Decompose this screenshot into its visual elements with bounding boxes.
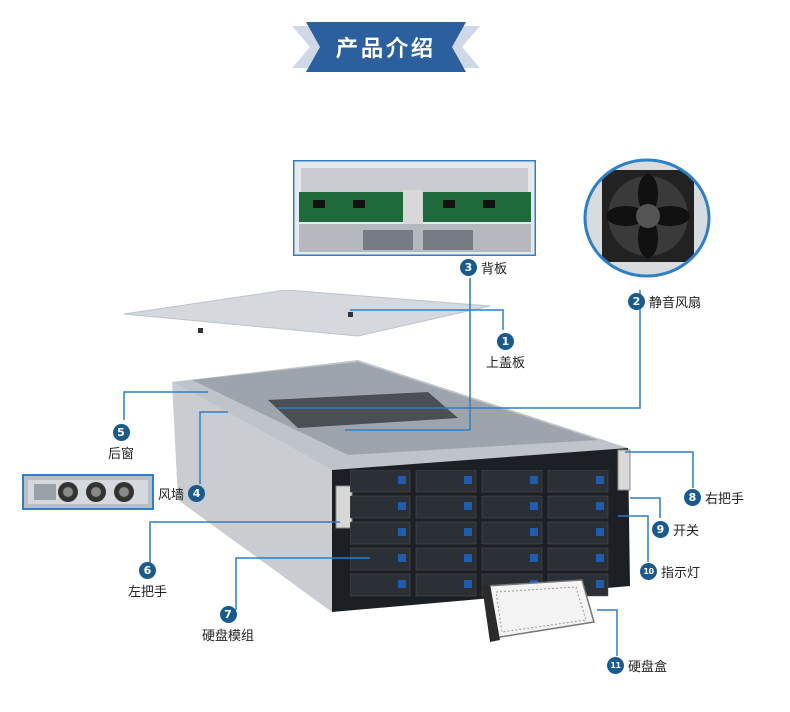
label-backplane: 3 背板 (460, 258, 507, 277)
part-name-drive-module: 硬盘模组 (202, 629, 255, 644)
label-rear-window: 5 后窗 (108, 424, 134, 462)
drive-caddy-photo (482, 579, 595, 642)
badge-3: 3 (460, 259, 477, 276)
badge-9: 9 (652, 521, 669, 538)
badge-10: 10 (640, 563, 657, 580)
label-indicator-light: 10 指示灯 (640, 562, 700, 581)
label-right-handle: 8 右把手 (684, 488, 744, 507)
part-name-quiet-fan: 静音风扇 (649, 296, 702, 311)
label-top-cover: 1 上盖板 (486, 333, 525, 371)
part-name-backplane: 背板 (481, 262, 508, 277)
rear-window-photo (22, 474, 154, 510)
label-power-switch: 9 开关 (652, 520, 699, 539)
badge-2: 2 (628, 293, 645, 310)
part-name-rear-window: 后窗 (108, 447, 135, 462)
badge-4: 4 (188, 485, 206, 502)
part-name-air-wall: 风墙 (158, 488, 185, 503)
badge-6: 6 (139, 562, 156, 579)
badge-11: 11 (607, 657, 624, 674)
badge-5: 5 (112, 424, 130, 441)
part-name-left-handle: 左把手 (128, 585, 168, 600)
label-drive-module: 7 硬盘模组 (202, 606, 254, 644)
backplane-photo (293, 160, 536, 256)
part-name-drive-caddy: 硬盘盒 (628, 660, 668, 675)
title-banner (292, 22, 480, 72)
label-left-handle: 6 左把手 (128, 562, 167, 600)
badge-8: 8 (684, 489, 701, 506)
badge-1: 1 (497, 333, 514, 350)
label-drive-caddy: 11 硬盘盒 (607, 656, 667, 675)
label-quiet-fan: 2 静音风扇 (628, 292, 701, 311)
part-name-indicator-light: 指示灯 (661, 566, 701, 581)
part-name-power-switch: 开关 (673, 524, 700, 539)
page-title: 产品介绍 (335, 37, 436, 62)
fan-photo (583, 158, 711, 278)
part-name-top-cover: 上盖板 (486, 356, 526, 371)
part-name-right-handle: 右把手 (705, 492, 745, 507)
badge-7: 7 (219, 606, 237, 623)
label-air-wall: 风墙 4 (158, 484, 206, 503)
